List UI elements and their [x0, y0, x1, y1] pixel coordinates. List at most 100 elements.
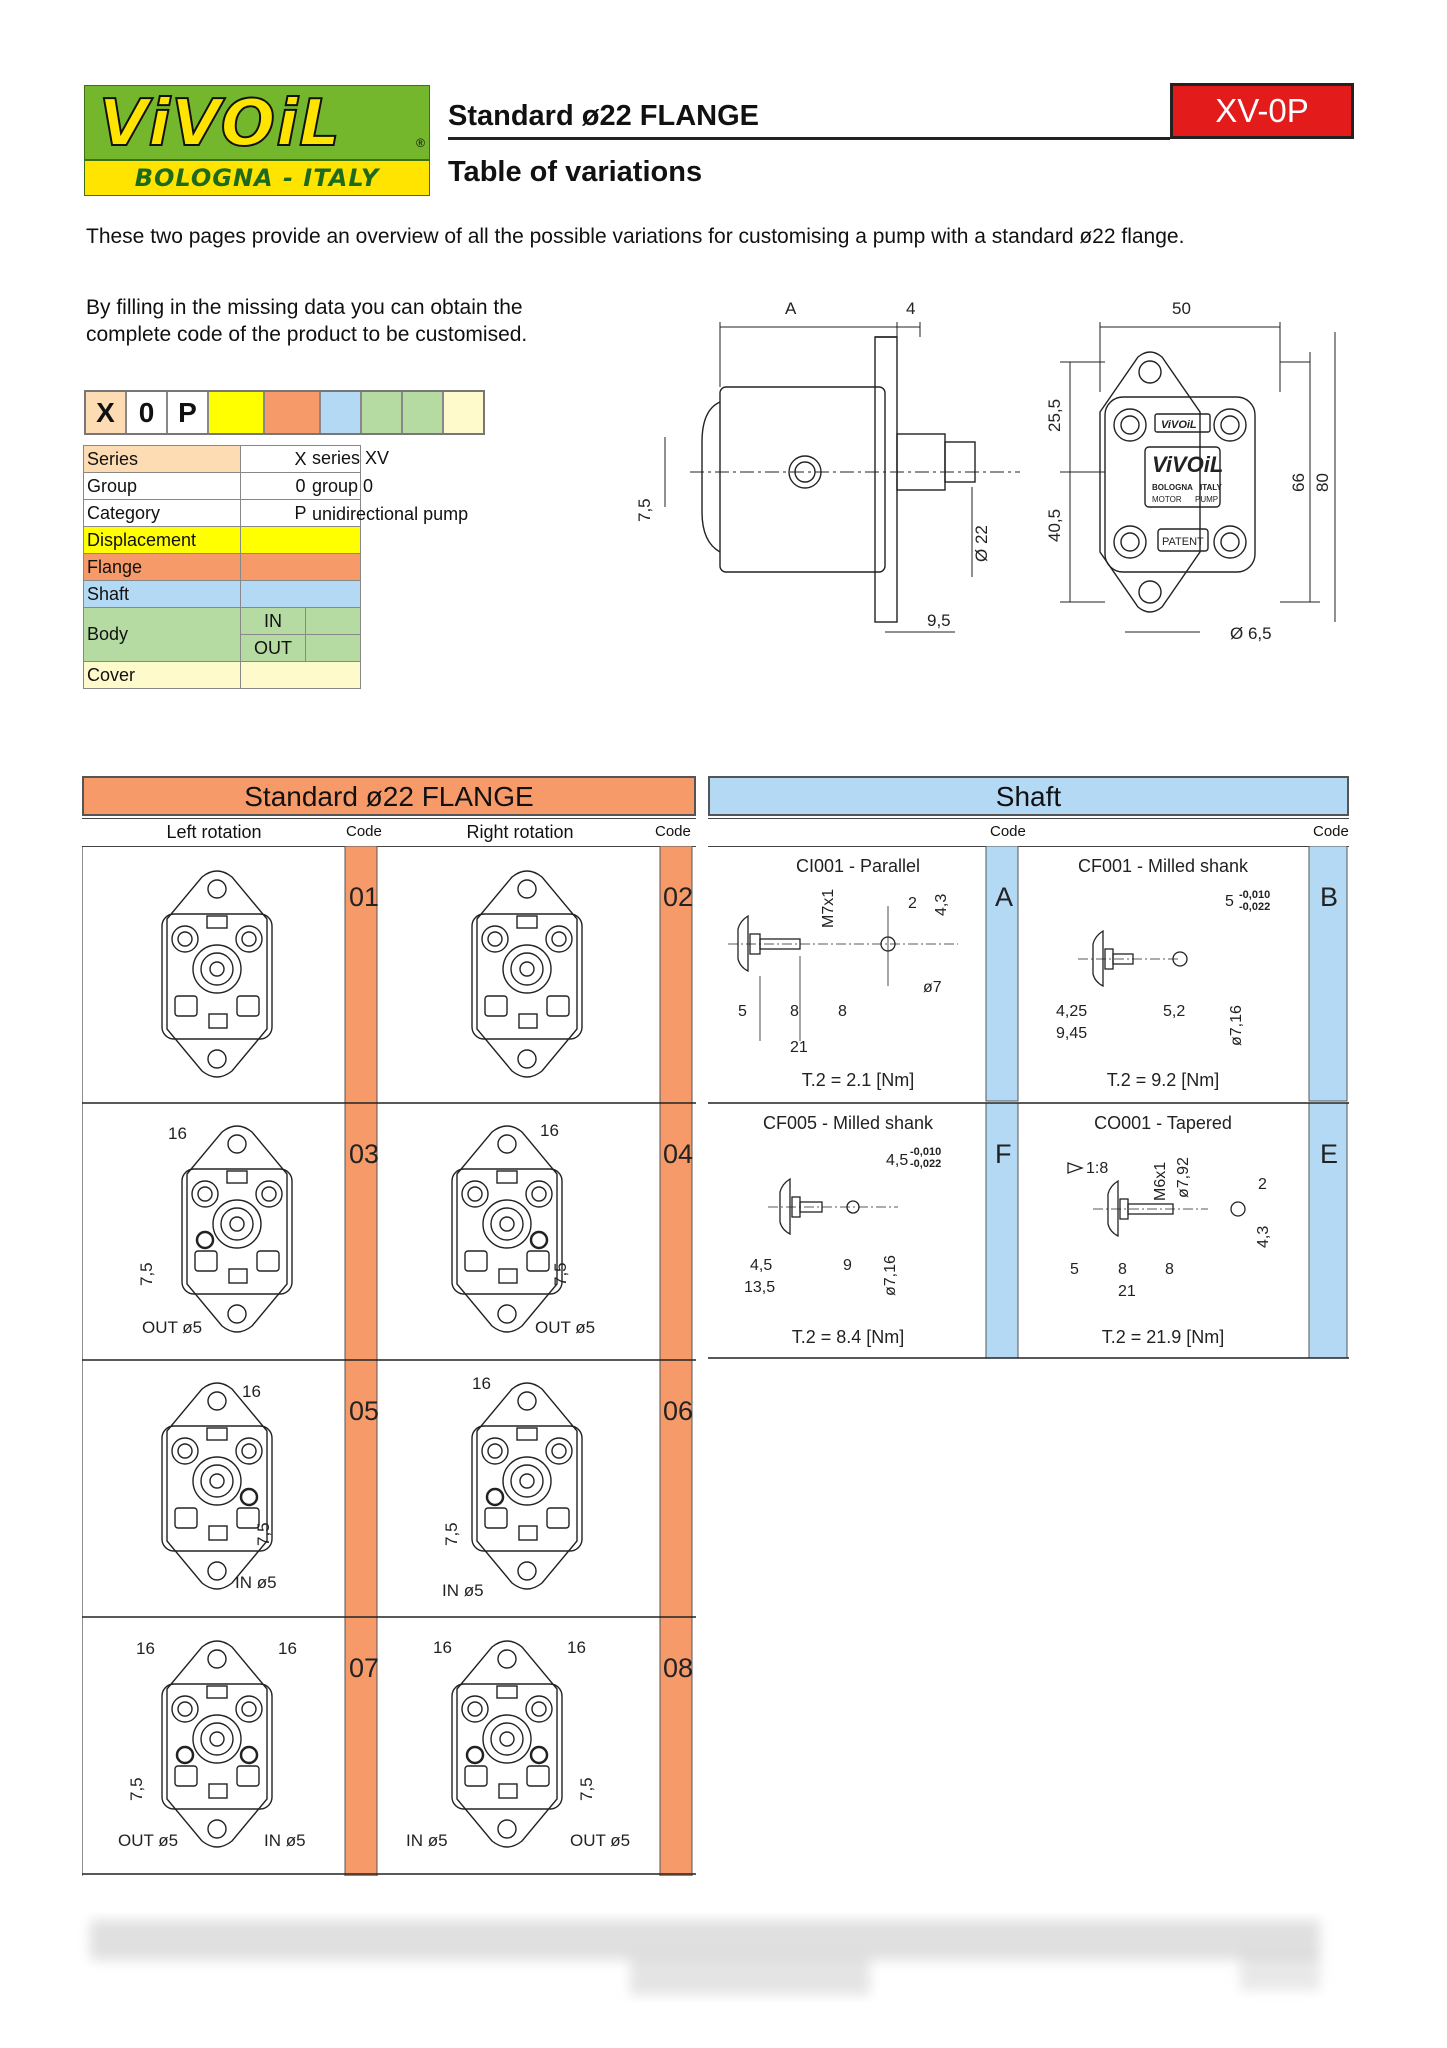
ci001-dim-21: 21 — [790, 1039, 808, 1056]
cf005-tol-upper: -0,010 — [910, 1146, 941, 1158]
shaft-code-e: E — [1320, 1139, 1338, 1169]
cf001-tol-lower: -0,022 — [1239, 901, 1270, 913]
flange-05-drawing — [161, 1382, 273, 1590]
ci001-dim-o7: ø7 — [923, 979, 942, 996]
blurred-footer — [90, 1920, 1320, 1995]
product-code-badge: XV-0P — [1170, 83, 1354, 139]
cf001-dim-4-25: 4,25 — [1056, 1003, 1087, 1020]
legend-desc-group: group 0 — [312, 476, 374, 496]
legend-value-displacement — [240, 526, 361, 554]
shaft-code-header-right: Code — [1313, 823, 1349, 840]
flange-01-drawing — [161, 870, 273, 1078]
logo-brand-text: ViVOiL — [98, 87, 341, 161]
cf005-dim-4-5b: 4,5 — [750, 1257, 772, 1274]
flange-code-header-right: Code — [655, 823, 691, 840]
page-title: Standard ø22 FLANGE — [448, 100, 759, 132]
dim-label-50: 50 — [1172, 299, 1191, 318]
flange-02-drawing — [471, 870, 583, 1078]
flange-03-dim-16: 16 — [168, 1124, 187, 1143]
cf001-dim-5: 5 — [1225, 893, 1234, 910]
code-strip-flange[interactable] — [265, 392, 321, 433]
flange-code-07: 07 — [349, 1653, 379, 1683]
flange-code-03: 03 — [349, 1139, 379, 1169]
code-strip: X 0 P — [84, 390, 485, 435]
flange-section-header: Standard ø22 FLANGE — [82, 776, 696, 816]
code-strip-body-in[interactable] — [362, 392, 403, 433]
flange-code-06: 06 — [663, 1396, 693, 1426]
code-strip-shaft[interactable] — [321, 392, 362, 433]
code-strip-body-out[interactable] — [403, 392, 444, 433]
dim-label-a: A — [785, 299, 797, 318]
cf005-dim-13-5: 13,5 — [744, 1279, 775, 1296]
shaft-co001-torque: T.2 = 21.9 [Nm] — [1102, 1327, 1225, 1347]
dim-label-22: Ø 22 — [972, 525, 991, 562]
dim-label-66: 66 — [1289, 473, 1308, 492]
shaft-code-b: B — [1320, 882, 1338, 912]
dim-label-7-5: 7,5 — [635, 498, 654, 522]
flange-04-drawing — [451, 1125, 563, 1333]
flange-code-header-left: Code — [346, 823, 382, 840]
code-strip-displacement[interactable] — [209, 392, 265, 433]
co001-ratio: 1:8 — [1086, 1160, 1108, 1177]
flange-06-drawing — [471, 1382, 583, 1590]
flange-04-out-label: OUT ø5 — [535, 1318, 595, 1337]
shaft-cf005-drawing — [768, 1177, 898, 1236]
flange-06-in-label: IN ø5 — [442, 1581, 484, 1600]
co001-dim-m6x1: M6x1 — [1152, 1162, 1169, 1201]
plate-brand: ViVOiL — [1152, 452, 1223, 477]
legend-table: Series X Group 0 Category P Displacement… — [83, 445, 361, 689]
ci001-dim-8b: 8 — [838, 1003, 847, 1020]
flange-03-drawing — [181, 1125, 293, 1333]
left-rotation-header: Left rotation — [166, 822, 262, 842]
instructions-line-2: complete code of the product to be custo… — [86, 323, 528, 346]
flange-05-in-label: IN ø5 — [235, 1573, 277, 1592]
dim-label-6-5: Ø 6,5 — [1230, 624, 1272, 643]
cf005-dim-4-5: 4,5 — [886, 1152, 908, 1169]
page-subtitle: Table of variations — [448, 156, 703, 188]
cf001-dim-9-45: 9,45 — [1056, 1025, 1087, 1042]
legend-label-cover: Cover — [83, 661, 241, 689]
shaft-co001-name: CO001 - Tapered — [1094, 1113, 1232, 1133]
flange-code-01: 01 — [349, 882, 379, 912]
flange-08-dim-7-5: 7,5 — [577, 1777, 596, 1801]
dim-label-9-5: 9,5 — [927, 611, 951, 630]
cf005-tol-lower: -0,022 — [910, 1158, 941, 1170]
legend-desc-category: unidirectional pump — [312, 504, 469, 524]
cf001-tol-upper: -0,010 — [1239, 889, 1270, 901]
co001-dim-2: 2 — [1258, 1176, 1267, 1193]
code-strip-cover[interactable] — [444, 392, 483, 433]
dim-label-4: 4 — [906, 299, 915, 318]
vivoil-logo: ViVOiL ® BOLOGNA - ITALY — [84, 85, 430, 196]
logo-registered-mark: ® — [416, 136, 425, 150]
flange-07-drawing — [161, 1640, 273, 1848]
flange-07-dim-16-right: 16 — [278, 1639, 297, 1658]
shaft-cf001-drawing — [1078, 929, 1188, 988]
instructions-text: By filling in the missing data you can o… — [86, 294, 527, 348]
legend-desc-series: series XV — [312, 448, 390, 468]
shaft-ci001-drawing — [728, 906, 958, 1041]
ci001-dim-m7x1: M7x1 — [820, 889, 837, 928]
plate-motor: MOTOR — [1152, 495, 1182, 504]
legend-label-displacement: Displacement — [83, 526, 241, 554]
title-divider — [448, 137, 1170, 140]
code-strip-category: P — [168, 392, 209, 433]
shaft-code-header-left: Code — [990, 823, 1026, 840]
plate-brand-small: ViVOiL — [1161, 419, 1197, 431]
shaft-cf005-torque: T.2 = 8.4 [Nm] — [792, 1327, 905, 1347]
co001-dim-5: 5 — [1070, 1261, 1079, 1278]
flange-code-05: 05 — [349, 1396, 379, 1426]
flange-code-08: 08 — [663, 1653, 693, 1683]
legend-label-category: Category — [83, 499, 241, 527]
code-strip-series: X — [86, 392, 127, 433]
flange-code-02: 02 — [663, 882, 693, 912]
instructions-line-1: By filling in the missing data you can o… — [86, 296, 523, 319]
intro-text: These two pages provide an overview of a… — [86, 225, 1185, 248]
shaft-ci001-torque: T.2 = 2.1 [Nm] — [802, 1070, 915, 1090]
flange-08-dim-16-left: 16 — [433, 1638, 452, 1657]
co001-dim-8b: 8 — [1165, 1261, 1174, 1278]
co001-dim-o7-92: ø7,92 — [1175, 1157, 1192, 1198]
plate-italy: ITALY — [1200, 483, 1222, 492]
legend-label-flange: Flange — [83, 553, 241, 581]
plate-pump: PUMP — [1195, 495, 1218, 504]
co001-dim-21: 21 — [1118, 1283, 1136, 1300]
